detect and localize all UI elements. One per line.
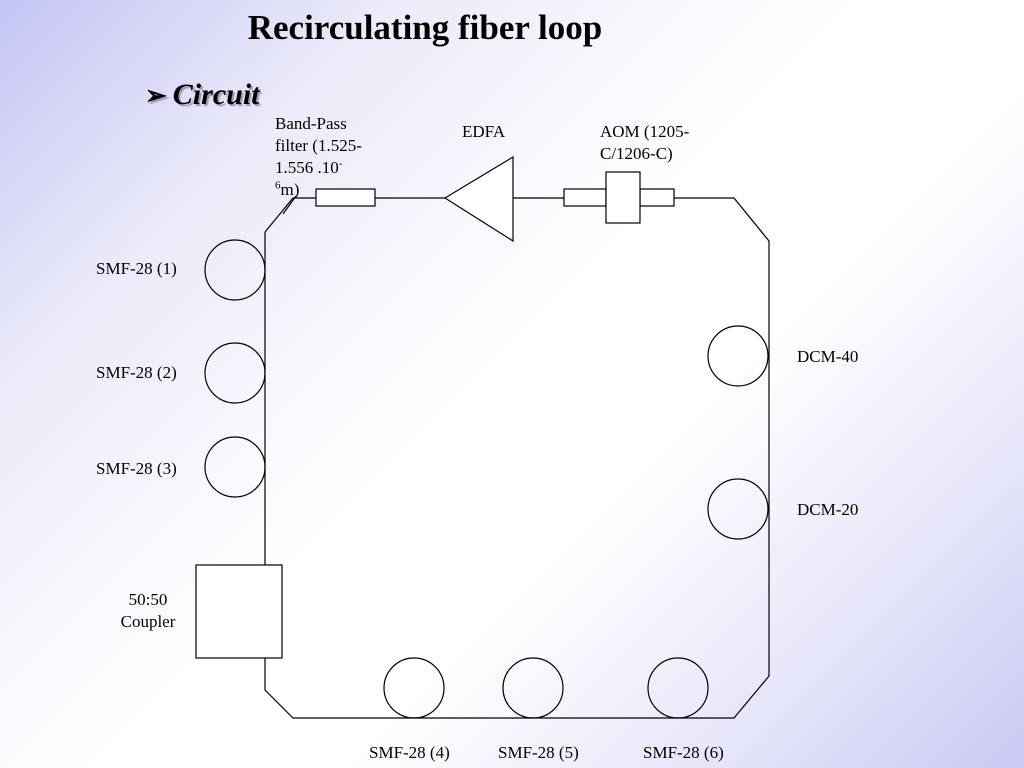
dcm40-label: DCM-40: [797, 347, 859, 366]
coupler-box: [195, 564, 283, 659]
smf-spool-3: [204, 436, 266, 498]
edfa-amplifier: [443, 155, 514, 243]
bandpass-leader-line: [282, 195, 297, 215]
section-heading-text: Circuit: [172, 78, 260, 111]
arrow-bullet-icon: ➢: [145, 81, 167, 110]
bandpass-filter-label: Band-Pass filter (1.525- 1.556 .10- 6m): [275, 114, 362, 199]
smf-spool-6: [647, 657, 709, 719]
aom-label: AOM (1205- C/1206-C): [600, 122, 690, 163]
smf-spool-4: [383, 657, 445, 719]
coupler-label: 50:50 Coupler: [120, 590, 176, 631]
dcm-spool-40: [707, 325, 769, 387]
section-heading: ➢Circuit: [145, 78, 260, 112]
smf-spool-1: [204, 239, 266, 301]
edfa-label: EDFA: [462, 122, 506, 141]
smf-label-1: SMF-28 (1): [96, 259, 177, 278]
smf-label-5: SMF-28 (5): [498, 743, 579, 762]
aom-modulator: [605, 171, 641, 224]
dcm-spool-20: [707, 478, 769, 540]
smf-label-6: SMF-28 (6): [643, 743, 724, 762]
aom-left-port: [563, 188, 607, 207]
smf-label-4: SMF-28 (4): [369, 743, 450, 762]
bandpass-filter: [315, 188, 376, 207]
smf-spool-2: [204, 342, 266, 404]
smf-label-2: SMF-28 (2): [96, 363, 177, 382]
smf-spool-5: [502, 657, 564, 719]
page-title: Recirculating fiber loop: [247, 8, 603, 47]
aom-right-port: [639, 188, 675, 207]
dcm20-label: DCM-20: [797, 500, 859, 519]
smf-label-3: SMF-28 (3): [96, 459, 177, 478]
fiber-loop-top: [264, 197, 770, 719]
